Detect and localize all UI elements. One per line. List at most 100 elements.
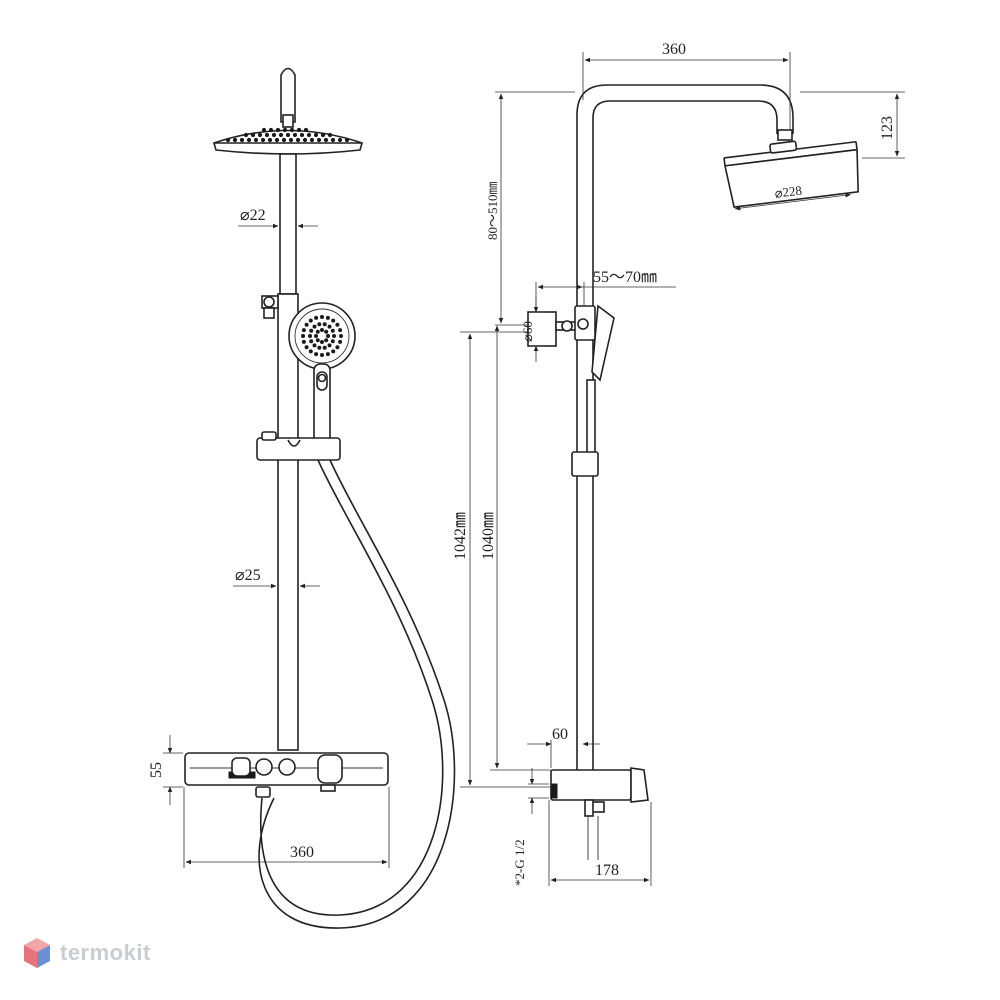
nozzle-dot xyxy=(327,324,332,329)
nozzle-dot xyxy=(301,334,305,338)
nozzle-dot xyxy=(288,137,294,143)
nozzle-dot xyxy=(304,345,309,350)
nozzle-dot xyxy=(260,137,266,143)
nozzle-dot xyxy=(325,352,330,357)
nozzle-dot xyxy=(330,328,335,333)
front-main-column xyxy=(277,293,299,751)
nozzle-dot xyxy=(250,132,256,138)
nozzle-dot xyxy=(315,329,320,334)
dim-label-shelf-width: 360 xyxy=(290,844,314,861)
nozzle-dot xyxy=(312,324,317,329)
dim-side-arm-reach: 360 xyxy=(582,41,791,130)
nozzle-dot xyxy=(309,339,314,344)
nozzle-dot xyxy=(317,322,322,327)
dim-label-mixer-offset: 60 xyxy=(552,726,568,743)
dim-label-total-height-b: 1040㎜ xyxy=(480,512,497,560)
nozzle-dot xyxy=(312,343,317,348)
nozzle-dot xyxy=(257,132,263,138)
nozzle-dot xyxy=(332,334,336,338)
logo-left-face xyxy=(24,945,37,968)
nozzle-dot xyxy=(296,127,302,133)
front-top-pipe xyxy=(280,67,296,123)
nozzle-dot xyxy=(325,315,330,320)
rain-shower-head xyxy=(212,127,364,155)
nozzle-dot xyxy=(335,322,340,327)
nozzle-dot xyxy=(275,127,281,133)
nozzle-dot xyxy=(274,137,280,143)
nozzle-dot xyxy=(330,339,335,344)
nozzle-dot xyxy=(261,127,267,133)
dim-side-inlet-thread: *2-G 1/2 xyxy=(512,768,549,886)
dim-side-bracket-offset: 55～70㎜ xyxy=(535,269,676,312)
dim-label-arm-reach: 360 xyxy=(662,41,686,58)
nozzle-dot xyxy=(232,137,238,143)
dim-front-shelf-height: 55 xyxy=(148,735,183,805)
nozzle-dot xyxy=(301,328,306,333)
nozzle-dot xyxy=(295,137,301,143)
nozzle-dot xyxy=(308,334,312,338)
nozzle-dot xyxy=(316,137,322,143)
shower-hose xyxy=(258,459,456,929)
front-head-connector xyxy=(282,114,294,128)
nozzle-dot xyxy=(331,349,336,354)
nozzle-dot xyxy=(320,353,324,357)
nozzle-dot xyxy=(314,315,319,320)
side-view: 360 123 ⌀228 80～510㎜ 55～70㎜ xyxy=(452,41,905,886)
nozzle-dot xyxy=(324,329,329,334)
nozzle-dot xyxy=(323,137,329,143)
dim-side-total-height-b: 1040㎜ xyxy=(480,325,551,771)
nozzle-dot xyxy=(338,339,343,344)
nozzle-dot xyxy=(344,137,350,143)
dim-label-shelf-height: 55 xyxy=(148,762,165,778)
nozzle-dot xyxy=(331,318,336,323)
dim-label-bracket-diameter: ⌀60 xyxy=(520,321,535,342)
nozzle-dot xyxy=(225,137,231,143)
nozzle-dot xyxy=(327,132,333,138)
nozzle-dot xyxy=(327,343,332,348)
front-wall-bracket xyxy=(261,295,279,319)
hand-shower xyxy=(288,302,356,445)
front-view: ⌀22 ⌀25 55 360 xyxy=(148,67,456,929)
nozzle-dot xyxy=(320,328,324,332)
nozzle-dot xyxy=(320,132,326,138)
nozzle-dot xyxy=(309,328,314,333)
nozzle-dot xyxy=(339,334,343,338)
nozzle-dot xyxy=(308,318,313,323)
dim-label-bracket-offset: 55～70㎜ xyxy=(593,269,657,286)
nozzle-dot xyxy=(264,132,270,138)
dim-side-bracket-diameter: ⌀60 xyxy=(520,296,545,362)
dim-label-head-drop: 123 xyxy=(879,116,896,140)
nozzle-dot xyxy=(322,322,327,327)
side-wall-bracket xyxy=(527,305,596,347)
brand-name: termokit xyxy=(60,940,151,965)
dim-front-column-25: ⌀25 xyxy=(233,567,320,589)
nozzle-dot xyxy=(253,137,259,143)
brand-watermark: termokit xyxy=(22,936,151,970)
dim-label-mixer-depth: 178 xyxy=(595,862,619,879)
side-mixer xyxy=(550,767,649,860)
side-overhead-arm xyxy=(576,84,794,770)
dim-label-inlet-thread: *2-G 1/2 xyxy=(512,839,527,886)
nozzle-dot xyxy=(299,132,305,138)
nozzle-dot xyxy=(320,315,324,319)
logo-right-face xyxy=(37,945,50,968)
nozzle-dot xyxy=(314,334,318,338)
nozzle-dot xyxy=(301,339,306,344)
nozzle-dot xyxy=(308,349,313,354)
nozzle-dot xyxy=(326,334,330,338)
nozzle-dot xyxy=(320,340,324,344)
nozzle-dot xyxy=(324,338,329,343)
dim-side-head-drop: 123 xyxy=(800,91,905,159)
nozzle-dot xyxy=(303,127,309,133)
nozzle-dot xyxy=(302,137,308,143)
nozzle-dot xyxy=(309,137,315,143)
nozzle-dot xyxy=(330,137,336,143)
dim-label-head-diameter: ⌀228 xyxy=(774,183,803,201)
nozzle-dot xyxy=(243,132,249,138)
side-hand-shower xyxy=(571,304,615,477)
nozzle-dot xyxy=(314,352,319,357)
nozzle-dot xyxy=(317,345,322,350)
dim-label-pipe-diameter: ⌀22 xyxy=(240,207,266,224)
dim-side-head-diameter: ⌀228 xyxy=(734,183,851,211)
